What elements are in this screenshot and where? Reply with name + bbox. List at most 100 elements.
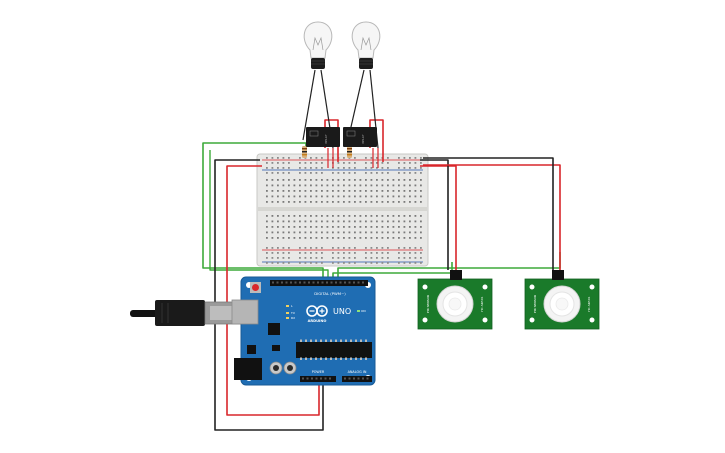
breadboard-hole bbox=[337, 231, 340, 234]
breadboard-hole bbox=[348, 262, 351, 264]
usb-chip bbox=[268, 323, 280, 335]
digital-header-label: DIGITAL (PWM~) bbox=[314, 291, 346, 296]
power-header[interactable] bbox=[300, 376, 336, 382]
breadboard-hole bbox=[304, 167, 307, 169]
breadboard-hole bbox=[387, 195, 389, 198]
breadboard-hole bbox=[365, 252, 367, 254]
breadboard-hole bbox=[266, 220, 268, 223]
breadboard-hole bbox=[321, 195, 323, 198]
breadboard-hole bbox=[310, 252, 312, 254]
relay-1[interactable]: RELAY bbox=[306, 127, 340, 147]
pir-sensor-1[interactable]: PIR SENSOR HC-SR501 bbox=[417, 270, 493, 330]
breadboard-hole bbox=[271, 226, 274, 228]
breadboard-hole bbox=[271, 190, 274, 192]
chip-pin bbox=[340, 357, 342, 360]
breadboard-hole bbox=[354, 226, 356, 228]
chip-pin bbox=[365, 339, 367, 342]
breadboard-hole bbox=[403, 195, 406, 198]
breadboard-hole bbox=[354, 215, 356, 217]
breadboard-hole bbox=[398, 201, 400, 203]
breadboard-hole bbox=[392, 184, 395, 187]
tx-led bbox=[286, 312, 289, 314]
breadboard-hole bbox=[420, 220, 422, 223]
breadboard-hole bbox=[304, 257, 307, 259]
chip-pin bbox=[330, 339, 332, 342]
breadboard-hole bbox=[282, 167, 285, 169]
breadboard-hole bbox=[414, 215, 417, 217]
breadboard-hole bbox=[387, 231, 389, 234]
breadboard-hole bbox=[299, 167, 301, 169]
breadboard-hole bbox=[321, 252, 323, 254]
breadboard-hole bbox=[321, 220, 323, 223]
breadboard-hole bbox=[409, 247, 411, 249]
analog-header[interactable] bbox=[342, 376, 372, 382]
breadboard-hole bbox=[326, 184, 329, 187]
breadboard-hole bbox=[271, 195, 274, 198]
breadboard-hole bbox=[354, 179, 356, 181]
breadboard-hole bbox=[271, 262, 274, 264]
breadboard-hole bbox=[343, 162, 345, 164]
usb-cable[interactable] bbox=[130, 300, 242, 326]
breadboard-hole bbox=[403, 226, 406, 228]
breadboard-hole bbox=[271, 162, 274, 164]
breadboard-hole bbox=[392, 231, 395, 234]
breadboard-hole bbox=[271, 237, 274, 239]
breadboard-hole bbox=[315, 190, 318, 192]
breadboard-hole bbox=[398, 220, 400, 223]
breadboard-hole bbox=[310, 162, 312, 164]
usb-port bbox=[231, 299, 259, 325]
breadboard-hole bbox=[315, 247, 318, 249]
breadboard-hole bbox=[282, 157, 285, 159]
breadboard-hole bbox=[321, 184, 323, 187]
breadboard-hole bbox=[321, 190, 323, 192]
breadboard-hole bbox=[409, 231, 411, 234]
breadboard-hole bbox=[304, 184, 307, 187]
breadboard-hole bbox=[337, 226, 340, 228]
light-bulb-1[interactable] bbox=[303, 21, 333, 69]
breadboard-hole bbox=[288, 162, 290, 164]
breadboard-hole bbox=[337, 195, 340, 198]
digital-pin bbox=[281, 281, 283, 284]
breadboard-hole bbox=[381, 179, 384, 181]
breadboard-hole bbox=[420, 237, 422, 239]
breadboard[interactable] bbox=[256, 153, 429, 267]
pir-sensor-2[interactable]: PIR SENSOR HC-SR501 bbox=[524, 270, 600, 330]
breadboard-hole bbox=[337, 172, 340, 174]
breadboard-hole bbox=[348, 172, 351, 174]
breadboard-hole bbox=[348, 226, 351, 228]
breadboard-hole bbox=[348, 167, 351, 169]
breadboard-hole bbox=[266, 201, 268, 203]
light-bulb-2[interactable] bbox=[351, 21, 381, 69]
breadboard-hole bbox=[348, 190, 351, 192]
analog-pin bbox=[348, 377, 351, 380]
breadboard-hole bbox=[376, 179, 378, 181]
breadboard-hole bbox=[288, 257, 290, 259]
resistor-2[interactable] bbox=[347, 146, 352, 158]
breadboard-hole bbox=[332, 231, 334, 234]
breadboard-hole bbox=[359, 201, 362, 203]
power-pin bbox=[315, 377, 318, 380]
breadboard-hole bbox=[398, 195, 400, 198]
breadboard-hole bbox=[365, 231, 367, 234]
resistor-1[interactable] bbox=[302, 146, 307, 158]
breadboard-hole bbox=[409, 226, 411, 228]
breadboard-hole bbox=[310, 257, 312, 259]
chip-pin bbox=[300, 339, 302, 342]
breadboard-hole bbox=[370, 262, 373, 264]
breadboard-hole bbox=[403, 179, 406, 181]
relay-2-label: RELAY bbox=[361, 134, 365, 143]
breadboard-hole bbox=[310, 215, 312, 217]
arduino-uno-board[interactable]: DIGITAL (PWM~) ARDUINO UNO L TX RX ON bbox=[231, 276, 376, 386]
power-pin bbox=[324, 377, 327, 380]
breadboard-hole bbox=[332, 201, 334, 203]
breadboard-hole bbox=[321, 226, 323, 228]
relay-2[interactable]: RELAY bbox=[343, 127, 377, 147]
breadboard-hole bbox=[310, 201, 312, 203]
chip-pin bbox=[305, 357, 307, 360]
breadboard-hole bbox=[420, 257, 422, 259]
breadboard-hole bbox=[321, 231, 323, 234]
digital-pin-header[interactable] bbox=[272, 281, 364, 284]
breadboard-hole bbox=[387, 172, 389, 174]
breadboard-hole bbox=[282, 226, 285, 228]
breadboard-hole bbox=[381, 184, 384, 187]
